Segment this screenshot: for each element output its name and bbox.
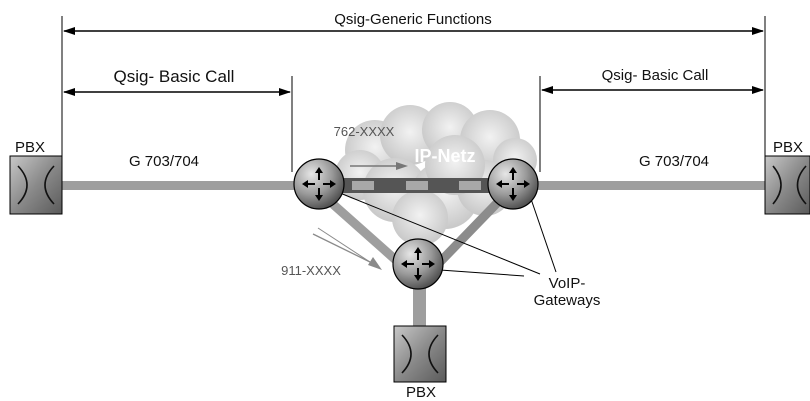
cloud-label: IP-Netz [414,146,475,166]
number-top-label: 762-XXXX [334,124,395,139]
pbx-switch-icon [9,155,63,215]
router-icon [487,158,539,210]
link-right-label: G 703/704 [639,153,709,170]
pbx-switch-icon [764,155,810,215]
gateway-left [293,158,345,210]
gateway-right [487,158,539,210]
traffic-arrow-top [350,162,408,170]
gateways-label-line2: Gateways [534,292,601,309]
generic-functions-label: Qsig-Generic Functions [334,11,492,28]
pbx-left-label: PBX [15,139,45,156]
gateways-label-line1: VoIP- [549,275,586,292]
pbx-right-label: PBX [773,139,803,156]
pbx-bottom [393,325,447,383]
gateway-bottom [392,238,444,290]
basic-call-left-label: Qsig- Basic Call [114,67,235,86]
basic-call-left-dimension [63,76,293,172]
router-icon [392,238,444,290]
number-bottom-label: 911-XXXX [281,263,341,278]
link-left-label: G 703/704 [129,153,199,170]
router-icon [293,158,345,210]
traffic-arrow-bottom [312,227,382,270]
pbx-right [764,155,810,215]
basic-call-right-dimension [539,76,764,172]
pbx-left [9,155,63,215]
basic-call-right-label: Qsig- Basic Call [602,67,709,84]
ip-pipe [340,178,500,193]
gateway-callout-lines [339,192,557,277]
pbx-switch-icon [393,325,447,383]
pbx-bottom-label: PBX [406,384,436,401]
